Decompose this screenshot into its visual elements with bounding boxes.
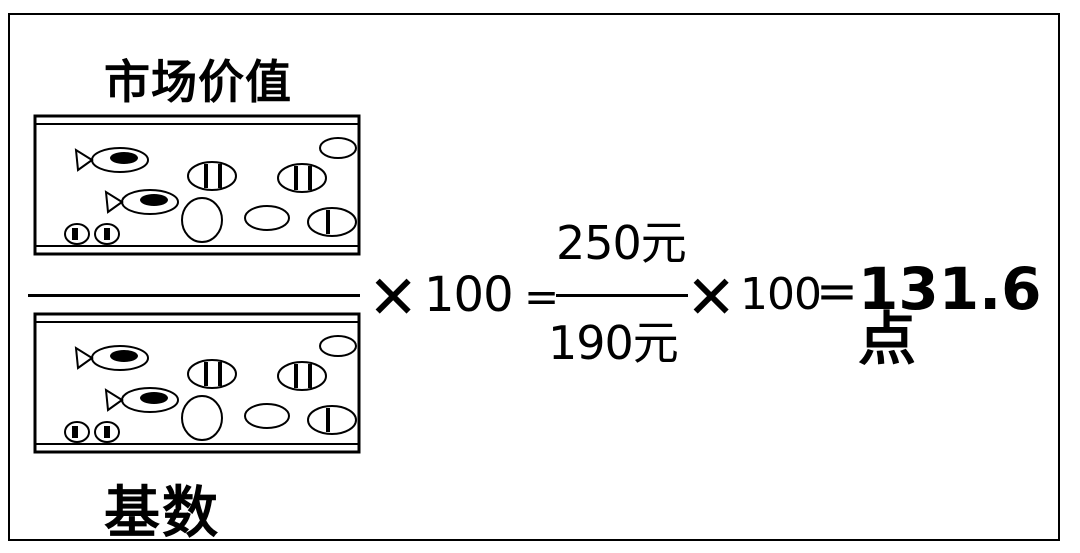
fraction-bar-left [28,294,360,297]
base-label: 基数 [104,481,220,546]
fraction-bar-right [556,294,688,297]
market-value-label: 市场价值 [104,55,292,109]
index-result: 131.6点 [858,255,1042,373]
fish-tank-illustration-top [33,114,361,256]
equals-sign-1: = [524,272,559,321]
denominator-value: 190元 [548,316,679,370]
diagram-frame [8,13,1060,541]
numerator-value: 250元 [556,216,687,270]
multiply-sign-2: ✕ [686,263,737,333]
equals-sign-2: = [816,262,858,320]
multiplier-100-first: 100 [424,267,514,323]
multiplier-100-second: 100 [740,269,822,320]
multiply-sign-1: ✕ [368,263,419,333]
fish-tank-illustration-bottom [33,312,361,454]
